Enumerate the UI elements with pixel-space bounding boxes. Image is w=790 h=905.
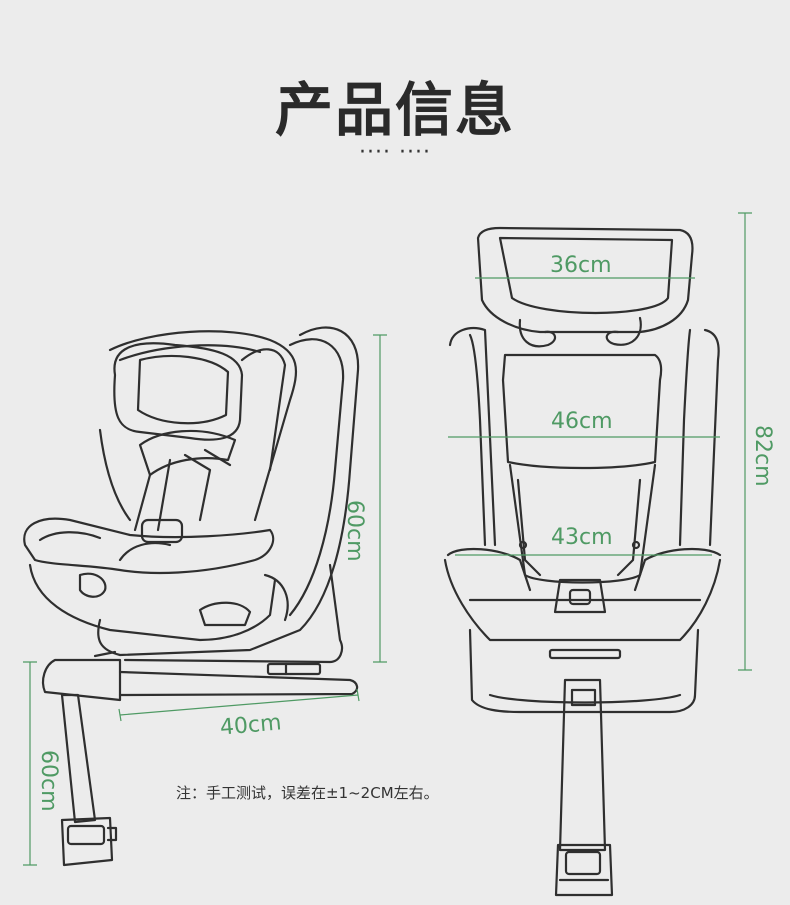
side-height-label: 60cm xyxy=(342,500,367,562)
front-view-seat xyxy=(443,226,722,897)
side-view-seat xyxy=(23,326,360,867)
title-dots: ···· ···· xyxy=(359,140,431,165)
headrest-width-label: 36cm xyxy=(550,253,612,278)
total-height-label: 82cm xyxy=(750,425,775,487)
leg-height-label: 60cm xyxy=(36,750,61,812)
seat-width-label: 43cm xyxy=(551,525,613,550)
shoulder-width-label: 46cm xyxy=(551,409,613,434)
page-title: 产品信息 xyxy=(274,76,515,144)
dimension-lines xyxy=(23,212,752,866)
measurement-note: 注：手工测试，误差在±1~2CM左右。 xyxy=(176,784,439,802)
